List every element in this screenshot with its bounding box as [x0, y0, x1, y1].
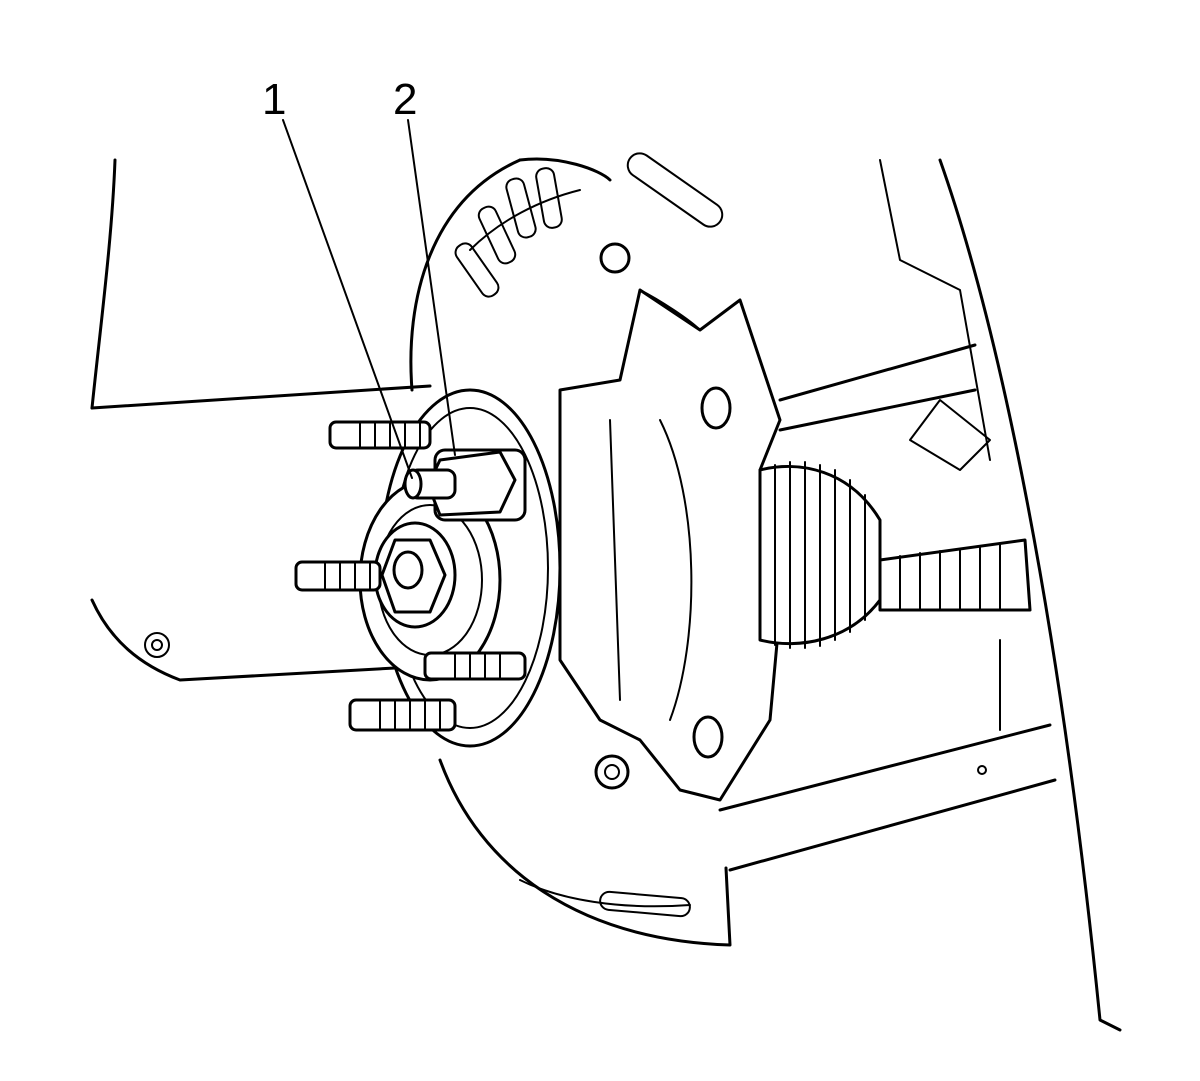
steering-knuckle — [558, 242, 792, 802]
callout-2-leader — [407, 119, 456, 456]
body-outline — [938, 158, 1122, 1032]
wheel-stud — [294, 560, 382, 592]
callout-1-leader — [282, 119, 413, 479]
callout-2-label: 2 — [393, 75, 418, 124]
fender-panel — [90, 158, 432, 682]
stud-nut-assembly — [403, 448, 527, 522]
wheel-stud — [423, 651, 527, 681]
dust-shield — [409, 152, 732, 947]
wheel-stud — [348, 698, 457, 732]
callout-1-label: 1 — [262, 75, 287, 124]
cv-boot — [758, 461, 1032, 649]
wheel-stud — [328, 420, 432, 450]
wheel-studs — [294, 420, 527, 732]
suspension-frame — [718, 159, 1057, 872]
